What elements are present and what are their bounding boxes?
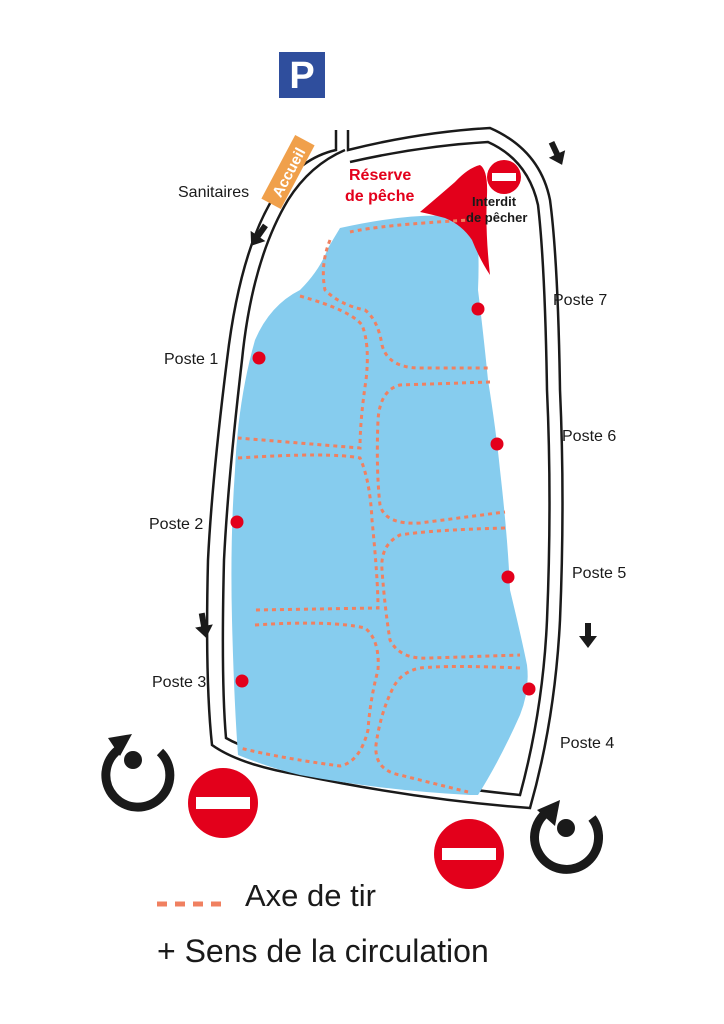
post-1-marker[interactable]	[252, 351, 266, 365]
roundabout-icon-right	[530, 800, 603, 874]
post-markers	[230, 302, 536, 696]
legend-sens-circulation: + Sens de la circulation	[157, 933, 489, 969]
parking-icon: P	[279, 52, 325, 98]
post-4-label: Poste 4	[560, 735, 614, 752]
reserve-label-line1: Réserve	[349, 167, 411, 184]
post-4-marker[interactable]	[522, 682, 536, 696]
reserve-label-line2: de pêche	[345, 188, 414, 205]
no-entry-icon-left	[188, 768, 258, 838]
post-2-label: Poste 2	[149, 516, 203, 533]
roundabout-icon-left	[101, 734, 175, 812]
direction-arrow-icon-1	[250, 223, 268, 246]
post-5-label: Poste 5	[572, 565, 626, 582]
post-1-label: Poste 1	[164, 351, 218, 368]
direction-arrow-icon-3	[548, 140, 566, 165]
post-7-label: Poste 7	[553, 292, 607, 309]
direction-arrow-icon-2	[195, 612, 213, 638]
interdit-label-line2: de pêcher	[466, 210, 527, 225]
shooting-axes	[237, 218, 521, 794]
legend: Axe de tir + Sens de la circulation	[157, 878, 489, 969]
post-6-marker[interactable]	[490, 437, 504, 451]
post-7-marker[interactable]	[471, 302, 485, 316]
legend-axe-de-tir: Axe de tir	[245, 878, 376, 913]
post-6-label: Poste 6	[562, 428, 616, 445]
parking-label: P	[289, 55, 314, 97]
sanitaires-label: Sanitaires	[178, 184, 249, 201]
post-3-marker[interactable]	[235, 674, 249, 688]
post-3-label: Poste 3	[152, 674, 206, 691]
post-5-marker[interactable]	[501, 570, 515, 584]
post-2-marker[interactable]	[230, 515, 244, 529]
no-entry-icon-right	[434, 819, 504, 889]
interdit-label-line1: Interdit	[472, 194, 517, 209]
direction-arrow-icon-4	[579, 623, 597, 648]
no-entry-icon-small	[487, 160, 521, 194]
